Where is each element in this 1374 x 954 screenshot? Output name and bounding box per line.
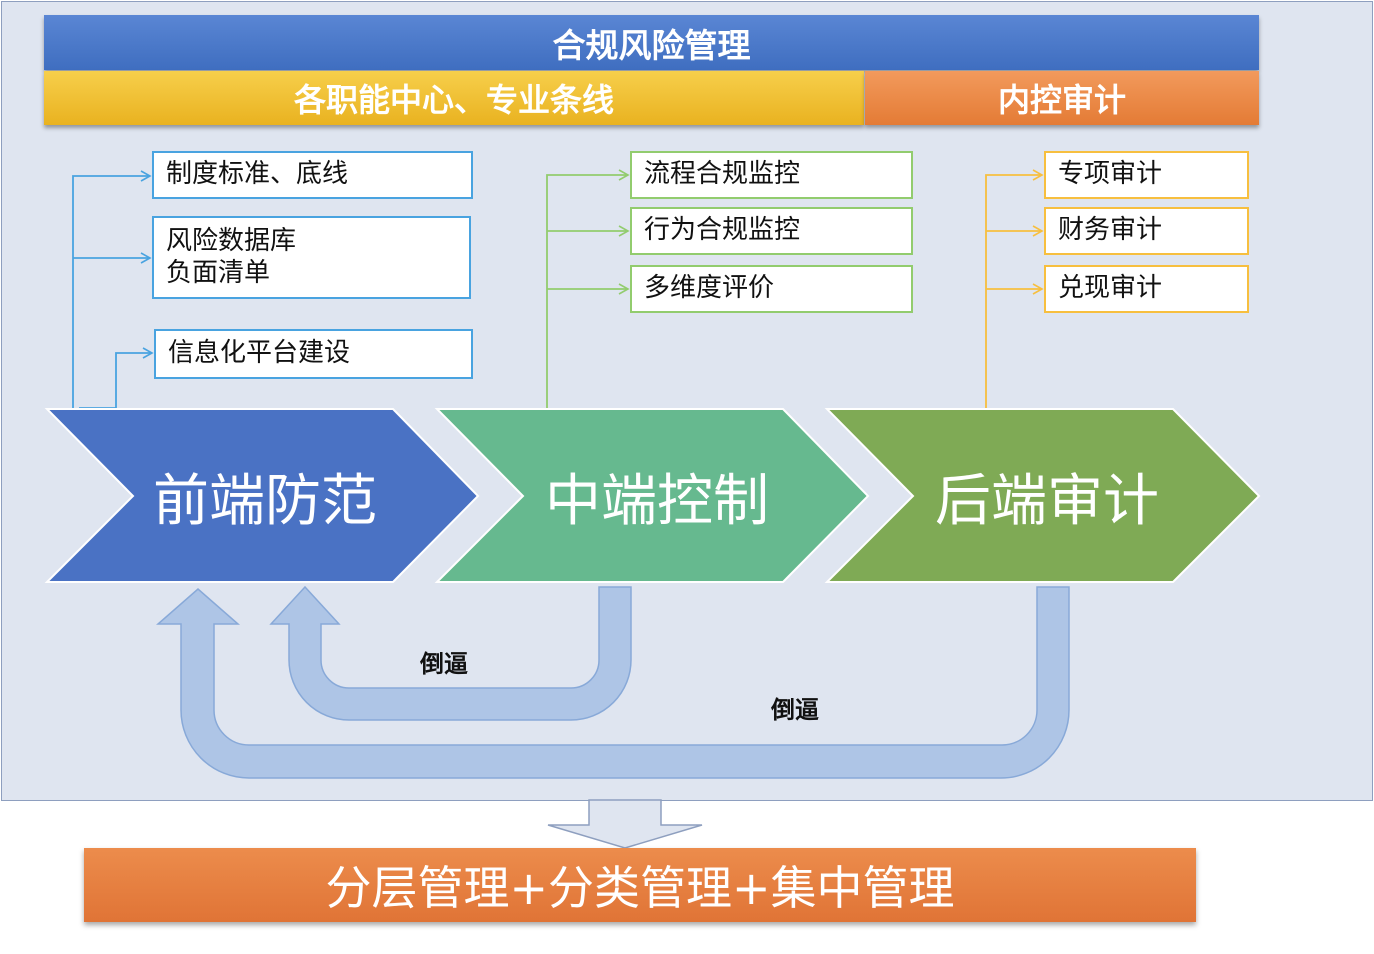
compliance-risk-title: 合规风险管理 — [44, 15, 1259, 70]
management-summary-bar: 分层管理+分类管理+集中管理 — [84, 848, 1196, 922]
mid-item-process-monitor-label: 流程合规监控 — [644, 159, 801, 190]
back-connectors — [985, 169, 1044, 408]
functional-centers-band: 各职能中心、专业条线 — [44, 71, 864, 125]
diagram-panel — [1, 1, 1373, 801]
internal-audit-band: 内控审计 — [865, 71, 1259, 125]
front-item-risk-database-line2: 负面清单 — [166, 257, 271, 288]
mid-end-label: 中端控制 — [545, 468, 769, 534]
front-end-chevron — [44, 408, 480, 583]
front-end-label: 前端防范 — [153, 468, 377, 534]
front-item-platform: 信息化平台建设 — [154, 329, 473, 379]
back-item-fulfillment-audit-label: 兑现审计 — [1058, 273, 1163, 304]
back-end-label: 后端审计 — [935, 468, 1159, 534]
front-item-platform-label: 信息化平台建设 — [168, 338, 351, 369]
front-item-risk-database: 风险数据库 负面清单 — [152, 216, 471, 299]
mid-item-evaluation: 多维度评价 — [630, 265, 913, 313]
back-item-financial-audit: 财务审计 — [1044, 207, 1249, 255]
mid-item-evaluation-label: 多维度评价 — [644, 273, 775, 304]
down-arrow — [547, 799, 703, 849]
front-item-risk-database-line1: 风险数据库 — [166, 226, 297, 257]
front-connectors — [72, 170, 154, 409]
mid-end-chevron — [434, 408, 870, 583]
back-item-special-audit-label: 专项审计 — [1058, 159, 1163, 190]
back-item-fulfillment-audit: 兑现审计 — [1044, 265, 1249, 313]
front-item-standards: 制度标准、底线 — [152, 151, 473, 199]
mid-item-behavior-monitor: 行为合规监控 — [630, 207, 913, 255]
inner-feedback-arrow — [269, 585, 632, 721]
back-item-special-audit: 专项审计 — [1044, 151, 1249, 199]
inner-feedback-label: 倒逼 — [420, 650, 468, 678]
mid-item-process-monitor: 流程合规监控 — [630, 151, 913, 199]
outer-feedback-arrow — [156, 586, 1070, 779]
mid-connectors — [546, 169, 630, 408]
front-item-standards-label: 制度标准、底线 — [166, 159, 349, 190]
outer-feedback-label: 倒逼 — [771, 696, 819, 724]
mid-item-behavior-monitor-label: 行为合规监控 — [644, 215, 801, 246]
back-item-financial-audit-label: 财务审计 — [1058, 215, 1163, 246]
back-end-chevron — [824, 408, 1261, 583]
